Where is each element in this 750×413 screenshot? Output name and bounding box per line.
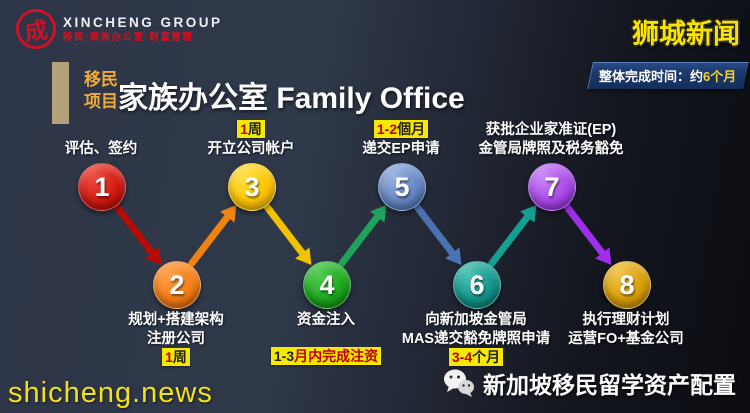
project-tag: 移民 项目 [84,69,118,112]
step-4-number: 4 [319,269,335,300]
step-6-circle: 6 [453,261,501,309]
arrowhead-7-to-8 [595,247,612,265]
step-6-label: MAS递交豁免牌照申请 [401,330,551,347]
step-8-circle: 8 [603,261,651,309]
company-name: XINCHENG GROUP [63,14,223,30]
project-tag-line2: 项目 [84,91,118,111]
arrow-7-to-8 [563,203,608,259]
title-accent-bar [52,62,69,124]
step-7-number: 7 [544,171,560,202]
badge-part: 個月 [397,120,426,137]
step-2-label: 规划+搭建架构 [128,312,224,328]
step-3-duration-badge: 1周 [237,119,265,138]
step-8-label: 运营FO+基金公司 [568,330,684,347]
step-5-circle: 5 [378,163,426,211]
arrowhead-1-to-2 [145,247,162,265]
badge-part: 月内完成注资 [294,347,379,364]
step-6-number: 6 [469,269,485,300]
arrow-5-to-6 [413,203,458,259]
badge-part: 个月 [472,349,501,365]
arrow-6-to-7 [488,211,533,267]
arrow-3-to-4 [263,203,308,259]
company-tagline: 移民·家族办公室·财富管理 [63,31,194,43]
arrowhead-3-to-4 [295,247,312,265]
step-6-badge-line: 3-4个月 [391,348,561,368]
step-4-circle: 4 [303,261,351,309]
step-1-label: 评估、签约 [64,140,138,157]
step-1-number: 1 [94,171,110,202]
step-2-circle: 2 [153,261,201,309]
step-8-label: 执行理财计划 [582,312,670,328]
step-5-badge-line: 1-2個月 [316,119,486,140]
arrow-4-to-5 [338,211,383,267]
step-4-duration-badge: 1-3月内完成注资 [270,346,382,365]
company-logo: 成 XINCHENG GROUP 移民·家族办公室·财富管理 [13,6,223,52]
step-5-label: 递交EP申请 [362,140,440,157]
step-3-labels: 1周开立公司帐户 [166,119,336,159]
arrowhead-4-to-5 [370,205,387,223]
step-2-duration-badge: 1周 [162,348,190,366]
step-7-circle: 7 [528,163,576,211]
arrowhead-6-to-7 [520,205,537,223]
step-8-number: 8 [619,269,635,300]
arrowhead-5-to-6 [445,247,462,265]
badge-part: 1 [240,120,248,137]
label-spacer [241,330,411,347]
step-7-label: 获批企业家准证(EP) [485,122,617,138]
step-6-label: 向新加坡金管局 [425,312,527,328]
step-5-duration-badge: 1-2個月 [373,119,429,138]
wechat-row: 新加坡移民留学资产配置 [443,366,736,400]
site-url: shicheng.news [8,377,213,409]
step-4-label: 资金注入 [297,312,355,328]
step-8-labels: 执行理财计划运营FO+基金公司 [541,311,711,348]
step-1-circle: 1 [78,163,126,211]
badge-part: 1-2 [376,120,398,137]
badge-part: 3-4 [451,349,473,365]
step-3-number: 3 [244,171,260,202]
badge-part: 周 [172,349,187,365]
page-title: 家族办公室 Family Office [118,82,465,115]
step-5-labels: 1-2個月递交EP申请 [316,119,486,159]
company-text-block: XINCHENG GROUP 移民·家族办公室·财富管理 [63,15,223,44]
badge-part: 1 [165,349,173,365]
step-3-circle: 3 [228,163,276,211]
step-3-badge-line: 1周 [166,119,336,140]
site-name: 狮城新闻 [632,19,740,49]
step-2-badge-line: 1周 [91,348,261,368]
step-4-badge-line: 1-3月内完成注资 [241,346,411,367]
step-6-duration-badge: 3-4个月 [448,348,504,366]
project-tag-line1: 移民 [84,70,118,89]
step-5-number: 5 [394,171,410,202]
arrowhead-2-to-3 [220,205,237,223]
step-7-labels: 获批企业家准证(EP) 金管局牌照及税务豁免 [466,121,636,158]
arrow-1-to-2 [113,203,158,259]
step-2-number: 2 [169,269,185,300]
step-4-labels: 资金注入 1-3月内完成注资 [241,311,411,367]
badge-part: 周 [247,120,262,137]
arrow-2-to-3 [188,211,233,267]
wechat-icon [444,369,474,397]
badge-part: 1-3 [273,347,295,364]
step-7-label: 金管局牌照及税务豁免 [478,140,624,157]
step-3-label: 开立公司帐户 [207,140,295,157]
step-1-labels: 评估、签约 [16,140,186,159]
step-2-label: 注册公司 [147,330,205,347]
wechat-account-label: 新加坡移民留学资产配置 [483,372,736,398]
